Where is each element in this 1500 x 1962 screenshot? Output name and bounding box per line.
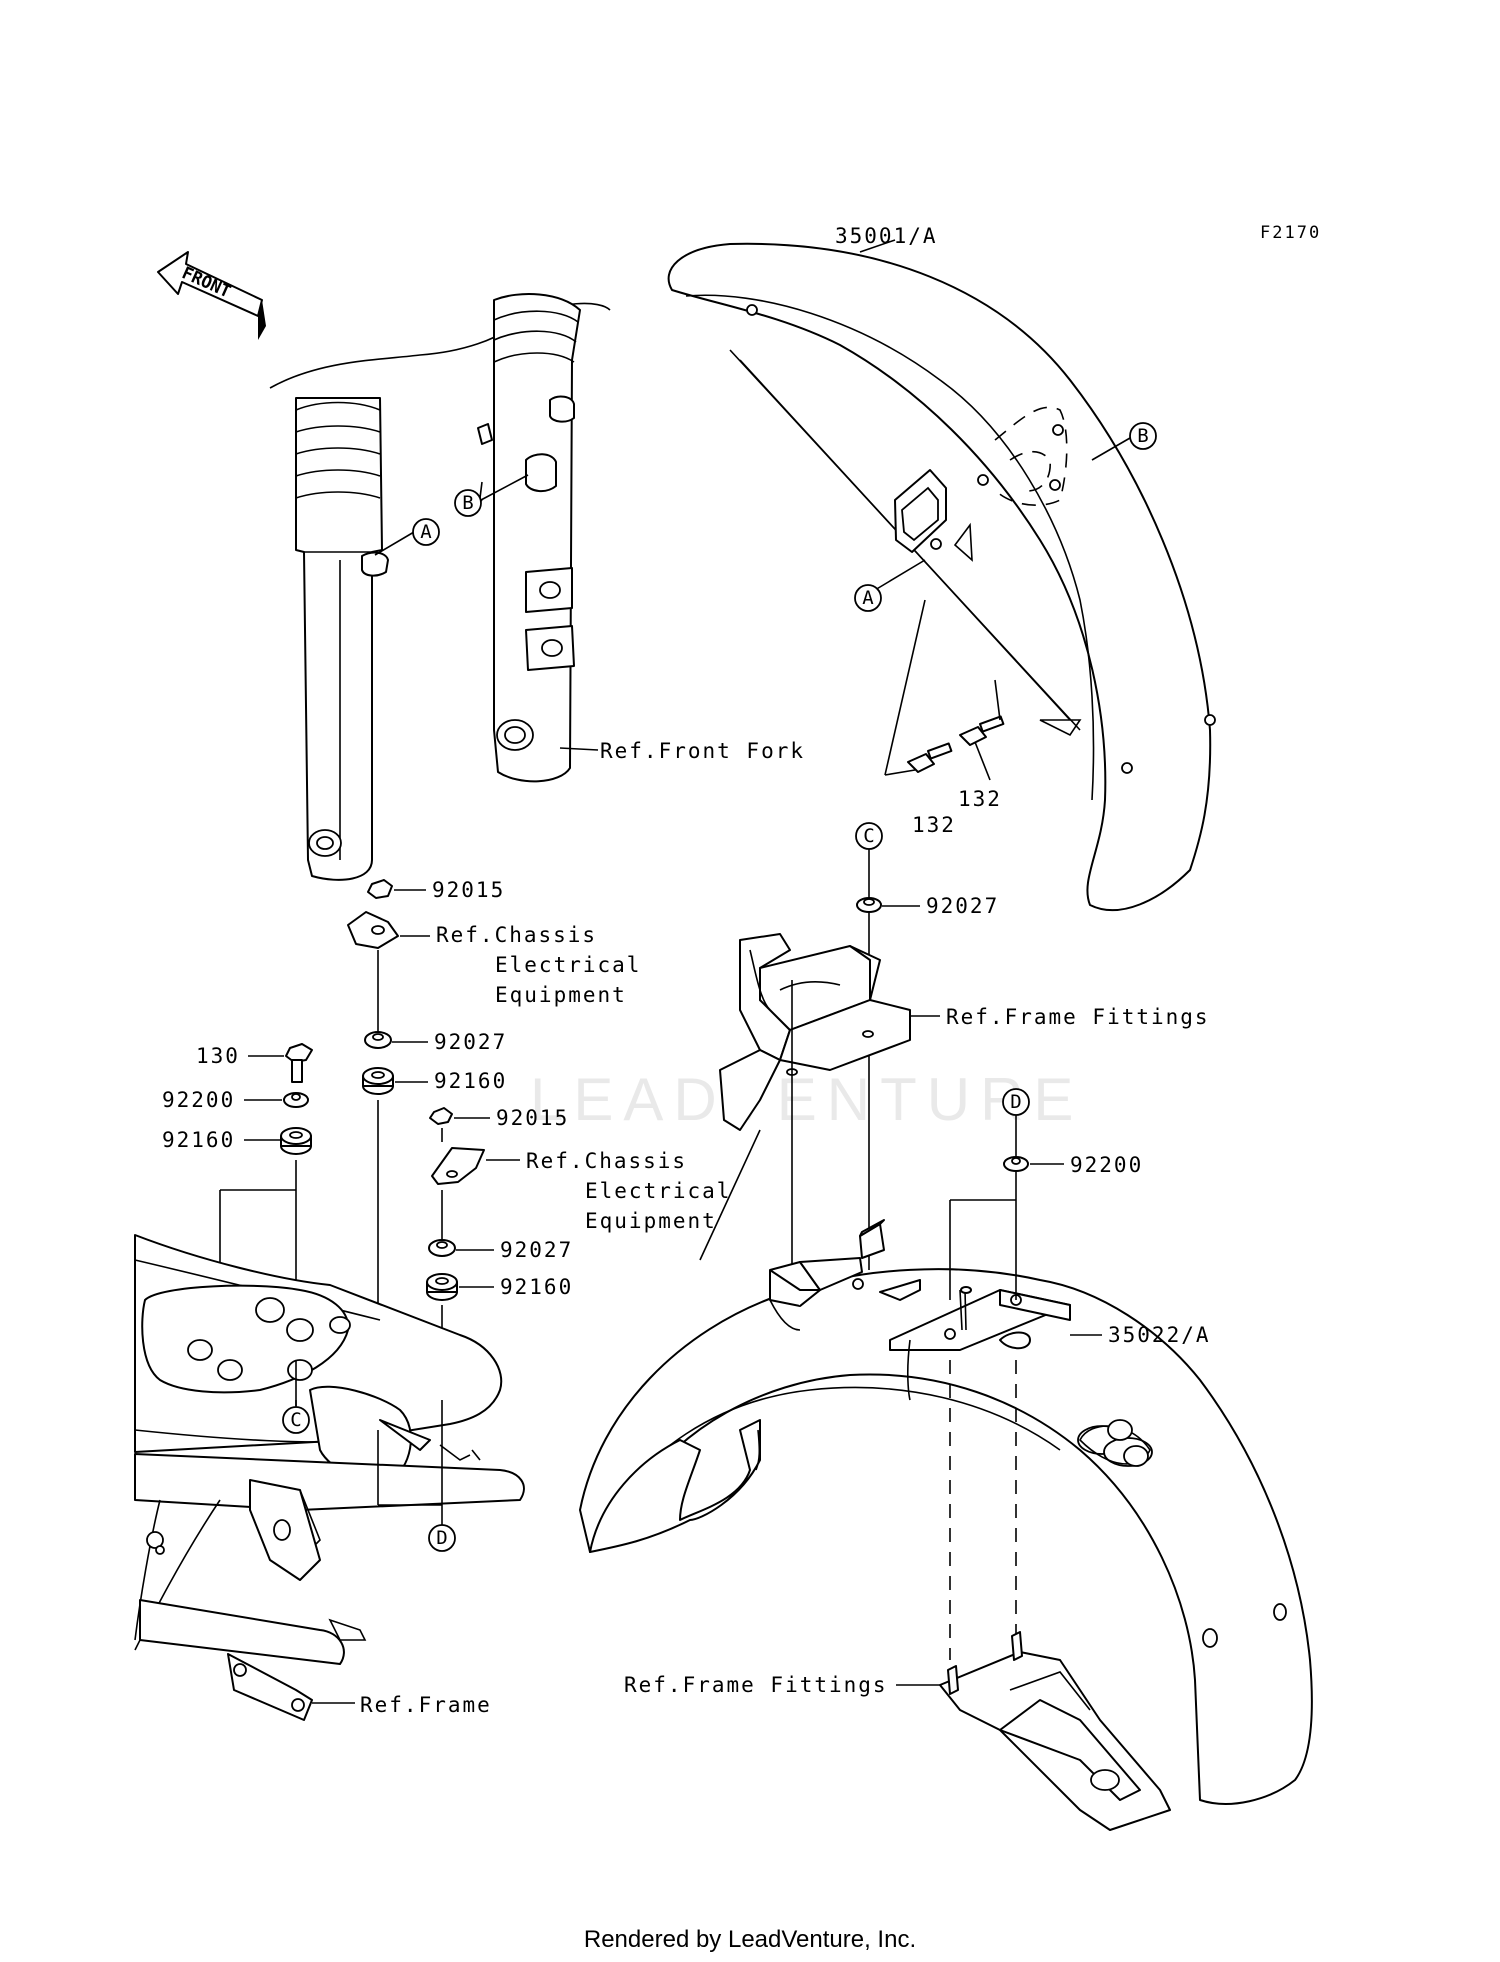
bracket-chassis-lower (431, 1147, 485, 1185)
watermark: LEADVENTURE (530, 1066, 1083, 1133)
callout-a-fender (854, 584, 882, 612)
footer-credit: Rendered by LeadVenture, Inc. (583, 1926, 917, 1953)
frame-fitting-bracket-upper (719, 933, 911, 1131)
washer-92027-upper-label: 92027 (434, 1030, 507, 1054)
damper-92160-left-label: 92160 (162, 1128, 235, 1152)
front-fork-left-leg (269, 302, 611, 881)
nut-92015-upper (367, 879, 393, 899)
ref-front-fork-label: Ref.Front Fork (600, 739, 805, 763)
callout-d-fender-label: D (1010, 1091, 1021, 1113)
ref-frame-fittings-lower-label: Ref.Frame Fittings (624, 1673, 888, 1697)
front-fork-right-leg (477, 293, 599, 783)
callout-c-front-label: C (863, 825, 874, 847)
ref-chassis-lower-line3: Equipment (585, 1209, 717, 1233)
rear-fender (579, 1219, 1313, 1805)
bolt-130-label: 130 (196, 1044, 240, 1068)
ref-chassis-upper-line1: Ref.Chassis (436, 923, 597, 947)
callout-d-frame (428, 1524, 456, 1552)
front-arrow-label: FRONT (179, 263, 234, 302)
frame-assembly (134, 1234, 525, 1721)
damper-92160-lower (426, 1273, 458, 1301)
damper-92160-upper (362, 1067, 394, 1095)
washer-92200-right-label: 92200 (1070, 1153, 1143, 1177)
washer-92027-lower-label: 92027 (500, 1238, 573, 1262)
ref-chassis-lower-line1: Ref.Chassis (526, 1149, 687, 1173)
ref-chassis-upper-line3: Equipment (495, 983, 627, 1007)
ref-frame-label: Ref.Frame (360, 1693, 492, 1717)
bolt-132-lower (907, 742, 953, 773)
bolt-130 (285, 1043, 313, 1083)
ref-chassis-lower-line2: Electrical (585, 1179, 731, 1203)
callout-b-fender (1129, 422, 1157, 450)
figure-code: F2170 (1260, 223, 1321, 243)
washer-92200-left-label: 92200 (162, 1088, 235, 1112)
damper-92160-lower-label: 92160 (500, 1275, 573, 1299)
ref-chassis-upper-line2: Electrical (495, 953, 641, 977)
ref-frame-fittings-upper-label: Ref.Frame Fittings (946, 1005, 1210, 1029)
callout-c-frame (282, 1406, 310, 1434)
callout-a-fork (412, 518, 440, 546)
callout-c-frame-label: C (290, 1409, 301, 1431)
callout-a-fender-label: A (862, 587, 874, 609)
damper-92160-left (280, 1127, 312, 1155)
bracket-chassis-upper (347, 911, 399, 949)
callout-b-fork (454, 489, 482, 517)
damper-92160-upper-label: 92160 (434, 1069, 507, 1093)
callout-b-fender-label: B (1137, 425, 1148, 447)
callout-a-fork-label: A (420, 521, 432, 543)
bolt-132-lower-label: 132 (912, 813, 956, 837)
nut-92015-lower (429, 1107, 453, 1125)
front-fender (667, 239, 1216, 911)
frame-fitting-bracket-lower (939, 1631, 1171, 1831)
front-direction-arrow: FRONT (157, 251, 266, 340)
callout-d-frame-label: D (436, 1527, 447, 1549)
nut-92015-upper-label: 92015 (432, 878, 505, 902)
nut-92015-lower-label: 92015 (496, 1106, 569, 1130)
bolt-132-upper (959, 715, 1005, 746)
bolt-132-upper-label: 132 (958, 787, 1002, 811)
rear-fender-part-number: 35022/A (1108, 1323, 1211, 1347)
front-fender-part-number: 35001/A (835, 224, 938, 248)
washer-92027-front-label: 92027 (926, 894, 999, 918)
callout-b-fork-label: B (462, 492, 473, 514)
